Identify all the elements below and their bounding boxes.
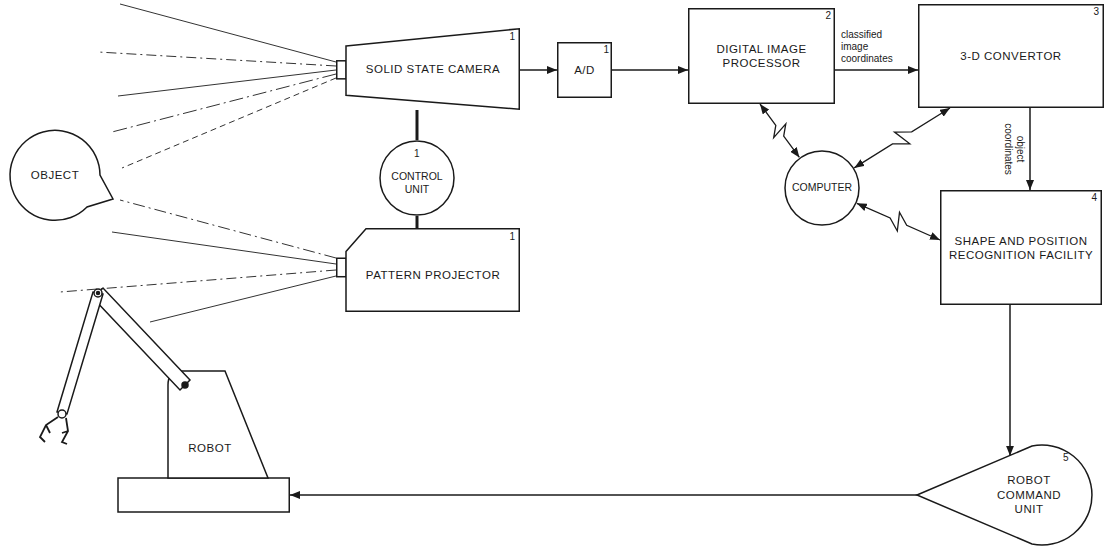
object-shape: OBJECT: [5, 125, 115, 225]
computer-circle: COMPUTER: [784, 150, 860, 226]
node-outline: [940, 190, 1102, 305]
control-circle: CONTROL UNIT 1: [379, 140, 455, 216]
converter-box: A/D 1: [557, 42, 612, 98]
node-label: ROBOT: [172, 441, 248, 455]
node-label: A/D: [559, 63, 610, 77]
converter-box: 3-D CONVERTOR 3: [918, 4, 1104, 108]
command-unit: ROBOT COMMAND UNIT 5: [915, 443, 1093, 547]
callout-number: 1: [509, 232, 515, 242]
node-label: ROBOT COMMAND UNIT: [987, 473, 1071, 516]
recognition-box: SHAPE AND POSITION RECOGNITION FACILITY 4: [940, 190, 1102, 305]
node-label: PATTERN PROJECTOR: [350, 268, 516, 282]
node-label: 3-D CONVERTOR: [928, 49, 1094, 63]
projector-box: PATTERN PROJECTOR 1: [336, 228, 520, 312]
edge-label: classified image coordinates: [839, 29, 905, 65]
connector: [854, 108, 950, 168]
node-label: SHAPE AND POSITION RECOGNITION FACILITY: [948, 234, 1094, 263]
node-label: COMPUTER: [787, 181, 857, 194]
edge-label: object coordinates: [1002, 114, 1026, 184]
camera-box: SOLID STATE CAMERA 1: [336, 28, 520, 110]
processor-box: DIGITAL IMAGE PROCESSOR 2: [688, 8, 835, 104]
connector: [857, 203, 940, 240]
connector: [416, 110, 419, 140]
node-outline: [20, 285, 290, 517]
callout-number: 4: [1091, 193, 1097, 203]
robot-figure: ROBOT: [20, 285, 290, 517]
connector: [1009, 305, 1011, 456]
connector: [612, 69, 688, 71]
callout-number: 2: [825, 11, 831, 21]
callout-number: 1: [603, 45, 609, 55]
connector: [760, 104, 799, 157]
callout-number: 1: [509, 32, 515, 42]
connector: [835, 69, 918, 71]
node-label: SOLID STATE CAMERA: [350, 62, 516, 76]
node-label: OBJECT: [10, 168, 100, 182]
connector: [290, 494, 917, 496]
connector: [416, 216, 419, 228]
callout-number: 5: [1063, 453, 1069, 463]
callout-number: 3: [1093, 7, 1099, 17]
callout-number: 1: [414, 149, 420, 159]
node-label: DIGITAL IMAGE PROCESSOR: [696, 42, 827, 71]
connector: [520, 69, 557, 71]
node-label: CONTROL UNIT: [386, 170, 448, 196]
node-outline: [688, 8, 835, 104]
connector: [1029, 108, 1031, 190]
